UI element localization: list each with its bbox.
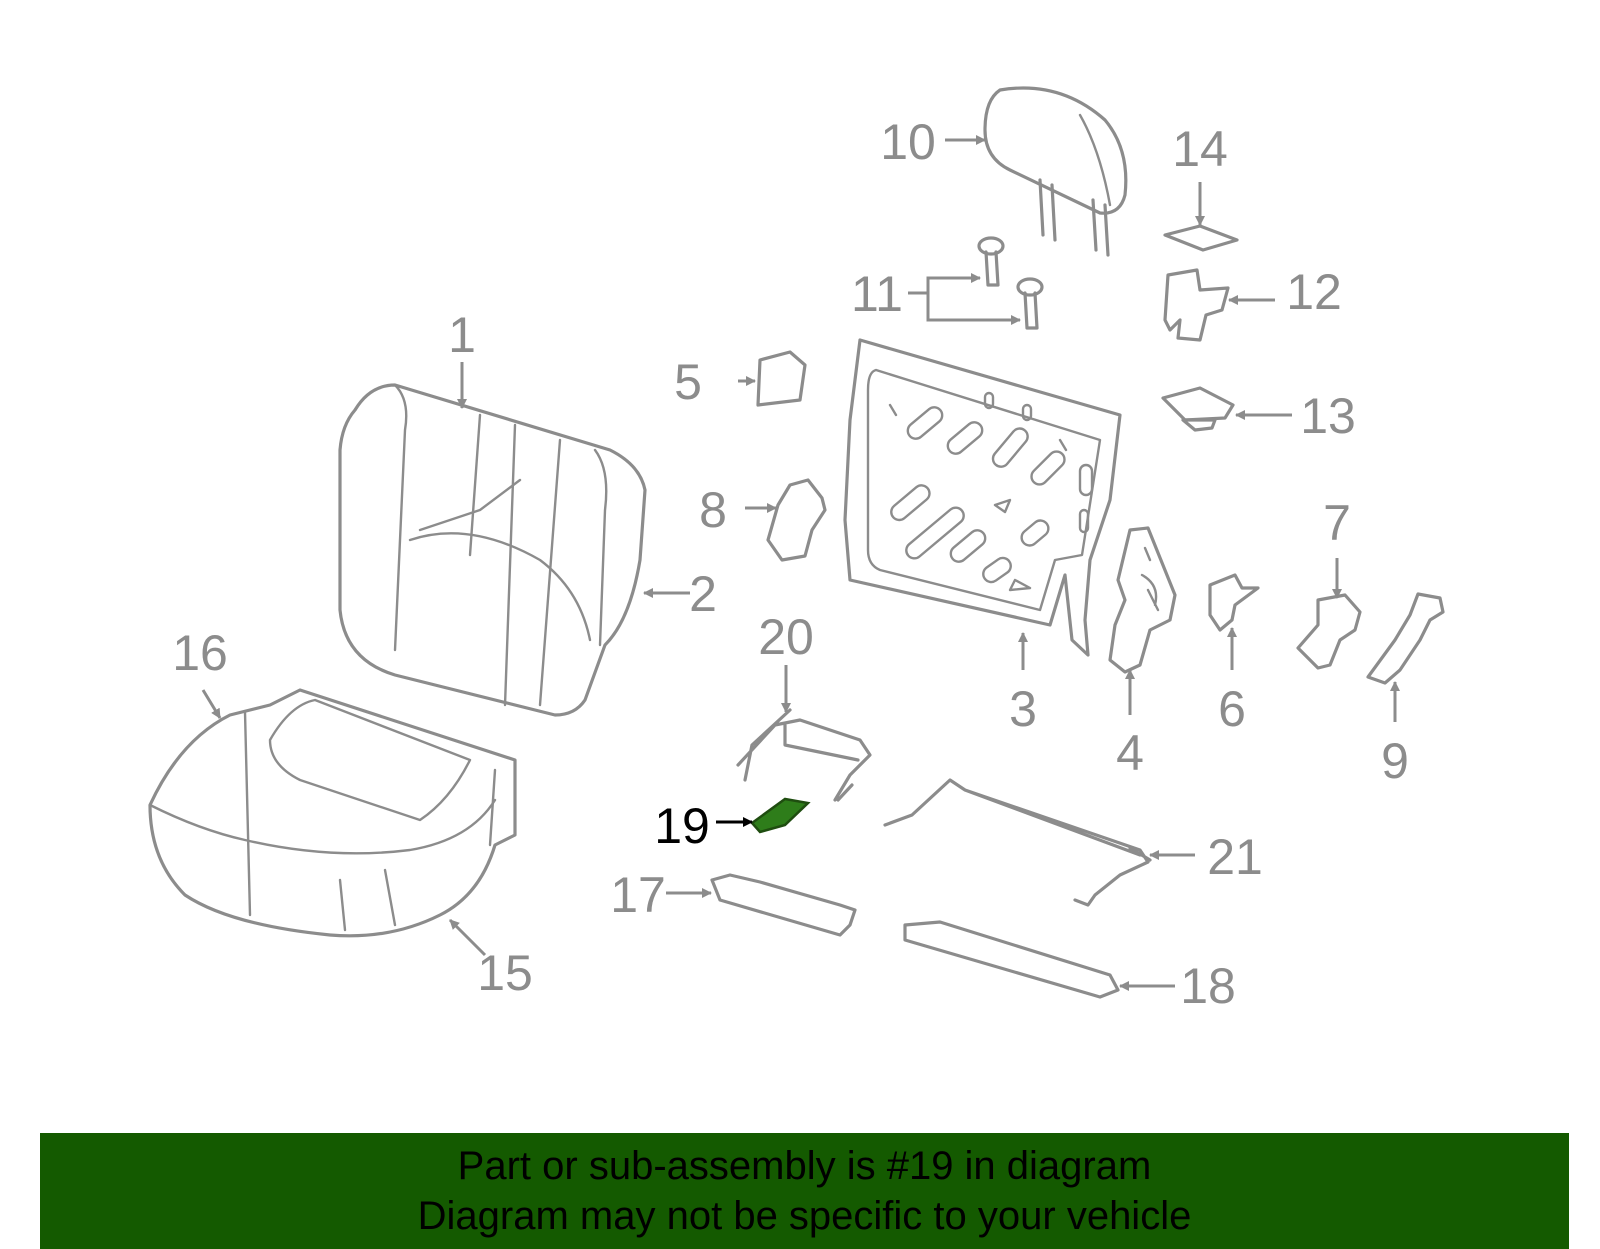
leader-arrows: [201, 135, 1400, 991]
callout-11: 11: [851, 266, 903, 322]
banner-line-2: Diagram may not be specific to your vehi…: [417, 1194, 1192, 1238]
callout-18: 18: [1180, 958, 1236, 1014]
part-20-wire: [736, 708, 872, 802]
callout-20: 20: [758, 609, 814, 665]
callout-14: 14: [1172, 121, 1228, 177]
callout-12: 12: [1286, 264, 1342, 320]
part-18-rail: [903, 920, 1120, 999]
banner-line-1: Part or sub-assembly is #19 in diagram: [457, 1144, 1152, 1188]
part-19-highlighted[interactable]: [750, 797, 811, 834]
callout-21: 21: [1207, 829, 1263, 885]
part-17-rail: [710, 873, 857, 937]
callout-8: 8: [699, 482, 727, 538]
part-7-bracket: [1296, 593, 1362, 670]
part-12-bracket: [1163, 268, 1230, 342]
callout-7: 7: [1323, 495, 1351, 551]
callout-2: 2: [689, 566, 717, 622]
part-8-hinge-cover: [766, 478, 827, 562]
callout-5: 5: [674, 354, 702, 410]
part-9-trim: [1366, 592, 1445, 685]
part-13-cap: [1161, 386, 1235, 432]
part-6-clip: [1208, 573, 1260, 632]
part-info-banner: Part or sub-assembly is #19 in diagram D…: [40, 1133, 1569, 1249]
headrest-guides: [977, 236, 1044, 330]
callout-labels: 1 2 3 4 5 6 7 8 9 10 11 12 13 14 15 16 1…: [172, 114, 1409, 1014]
part-5-trim: [756, 350, 807, 407]
callout-16: 16: [172, 625, 228, 681]
part-14-clip: [1163, 224, 1239, 252]
headrest: [983, 86, 1128, 257]
seat-back-frame: [843, 338, 1122, 657]
seat-back-cushion: [338, 383, 647, 717]
callout-19: 19: [654, 798, 710, 854]
callout-1: 1: [448, 307, 476, 363]
callout-4: 4: [1116, 725, 1144, 781]
part-4-recliner-bracket: [1108, 526, 1177, 674]
callout-10: 10: [880, 114, 936, 170]
callout-13: 13: [1300, 388, 1356, 444]
callout-6: 6: [1218, 681, 1246, 737]
seat-cushion: [148, 688, 517, 938]
part-21-wire: [883, 778, 1152, 907]
callout-3: 3: [1009, 681, 1037, 737]
callout-9: 9: [1381, 733, 1409, 789]
callout-15: 15: [477, 945, 533, 1001]
callout-17: 17: [610, 867, 666, 923]
